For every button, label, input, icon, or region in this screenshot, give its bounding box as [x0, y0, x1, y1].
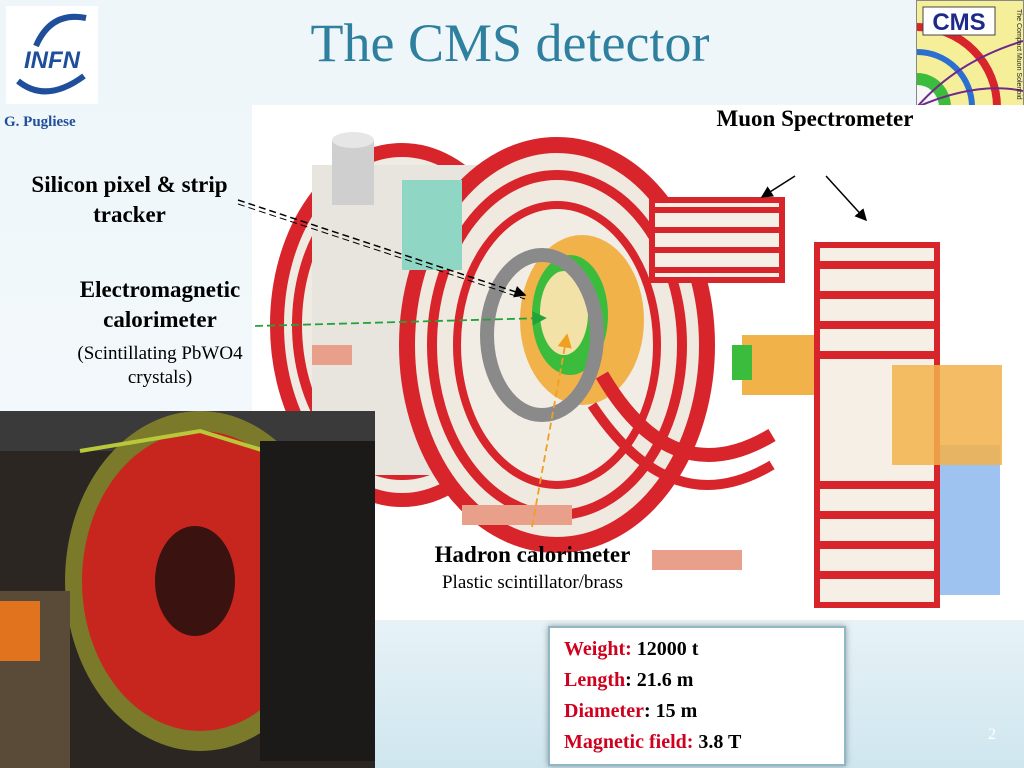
- spec-magnetic-field-key: Magnetic field:: [564, 731, 694, 753]
- cms-logo: CMS The Compact Muon Solenoid: [916, 0, 1024, 108]
- label-ecal-detail: (Scintillating PbWO4 crystals): [77, 343, 243, 388]
- infn-logo: INFN: [6, 6, 98, 104]
- author-name: G. Pugliese: [4, 114, 76, 130]
- spec-weight-value: 12000 t: [631, 638, 699, 660]
- spec-length: Length: 21.6 m: [550, 665, 844, 696]
- page-number: 2: [988, 726, 996, 743]
- spec-diameter: Diameter: 15 m: [550, 696, 844, 727]
- label-tracker: Silicon pixel & strip tracker: [31, 172, 228, 227]
- spec-weight: Weight: 12000 t: [550, 634, 844, 665]
- cms-logo-text: CMS: [932, 9, 985, 36]
- label-muon: Muon Spectrometer: [716, 106, 914, 131]
- spec-magnetic-field-value: 3.8 T: [693, 731, 742, 753]
- spec-diameter-key: Diameter: [564, 700, 644, 722]
- cms-logo-subtext: The Compact Muon Solenoid: [1015, 9, 1022, 100]
- spec-diameter-value: : 15 m: [643, 700, 698, 722]
- spec-weight-key: Weight:: [564, 638, 632, 660]
- spec-length-value: : 21.6 m: [625, 669, 694, 691]
- cms-cavern-photo: [0, 411, 375, 768]
- label-ecal-title: Electromagnetic calorimeter: [79, 277, 241, 332]
- slide-title: The CMS detector: [310, 13, 710, 73]
- specs-box: Weight: 12000 t Length: 21.6 m Diameter:…: [548, 626, 846, 766]
- spec-length-key: Length: [564, 669, 626, 691]
- infn-logo-text: INFN: [24, 47, 81, 74]
- spec-magnetic-field: Magnetic field: 3.8 T: [550, 727, 844, 758]
- label-hcal-detail: Plastic scintillator/brass: [441, 572, 623, 593]
- label-hcal-title: Hadron calorimeter: [434, 542, 631, 567]
